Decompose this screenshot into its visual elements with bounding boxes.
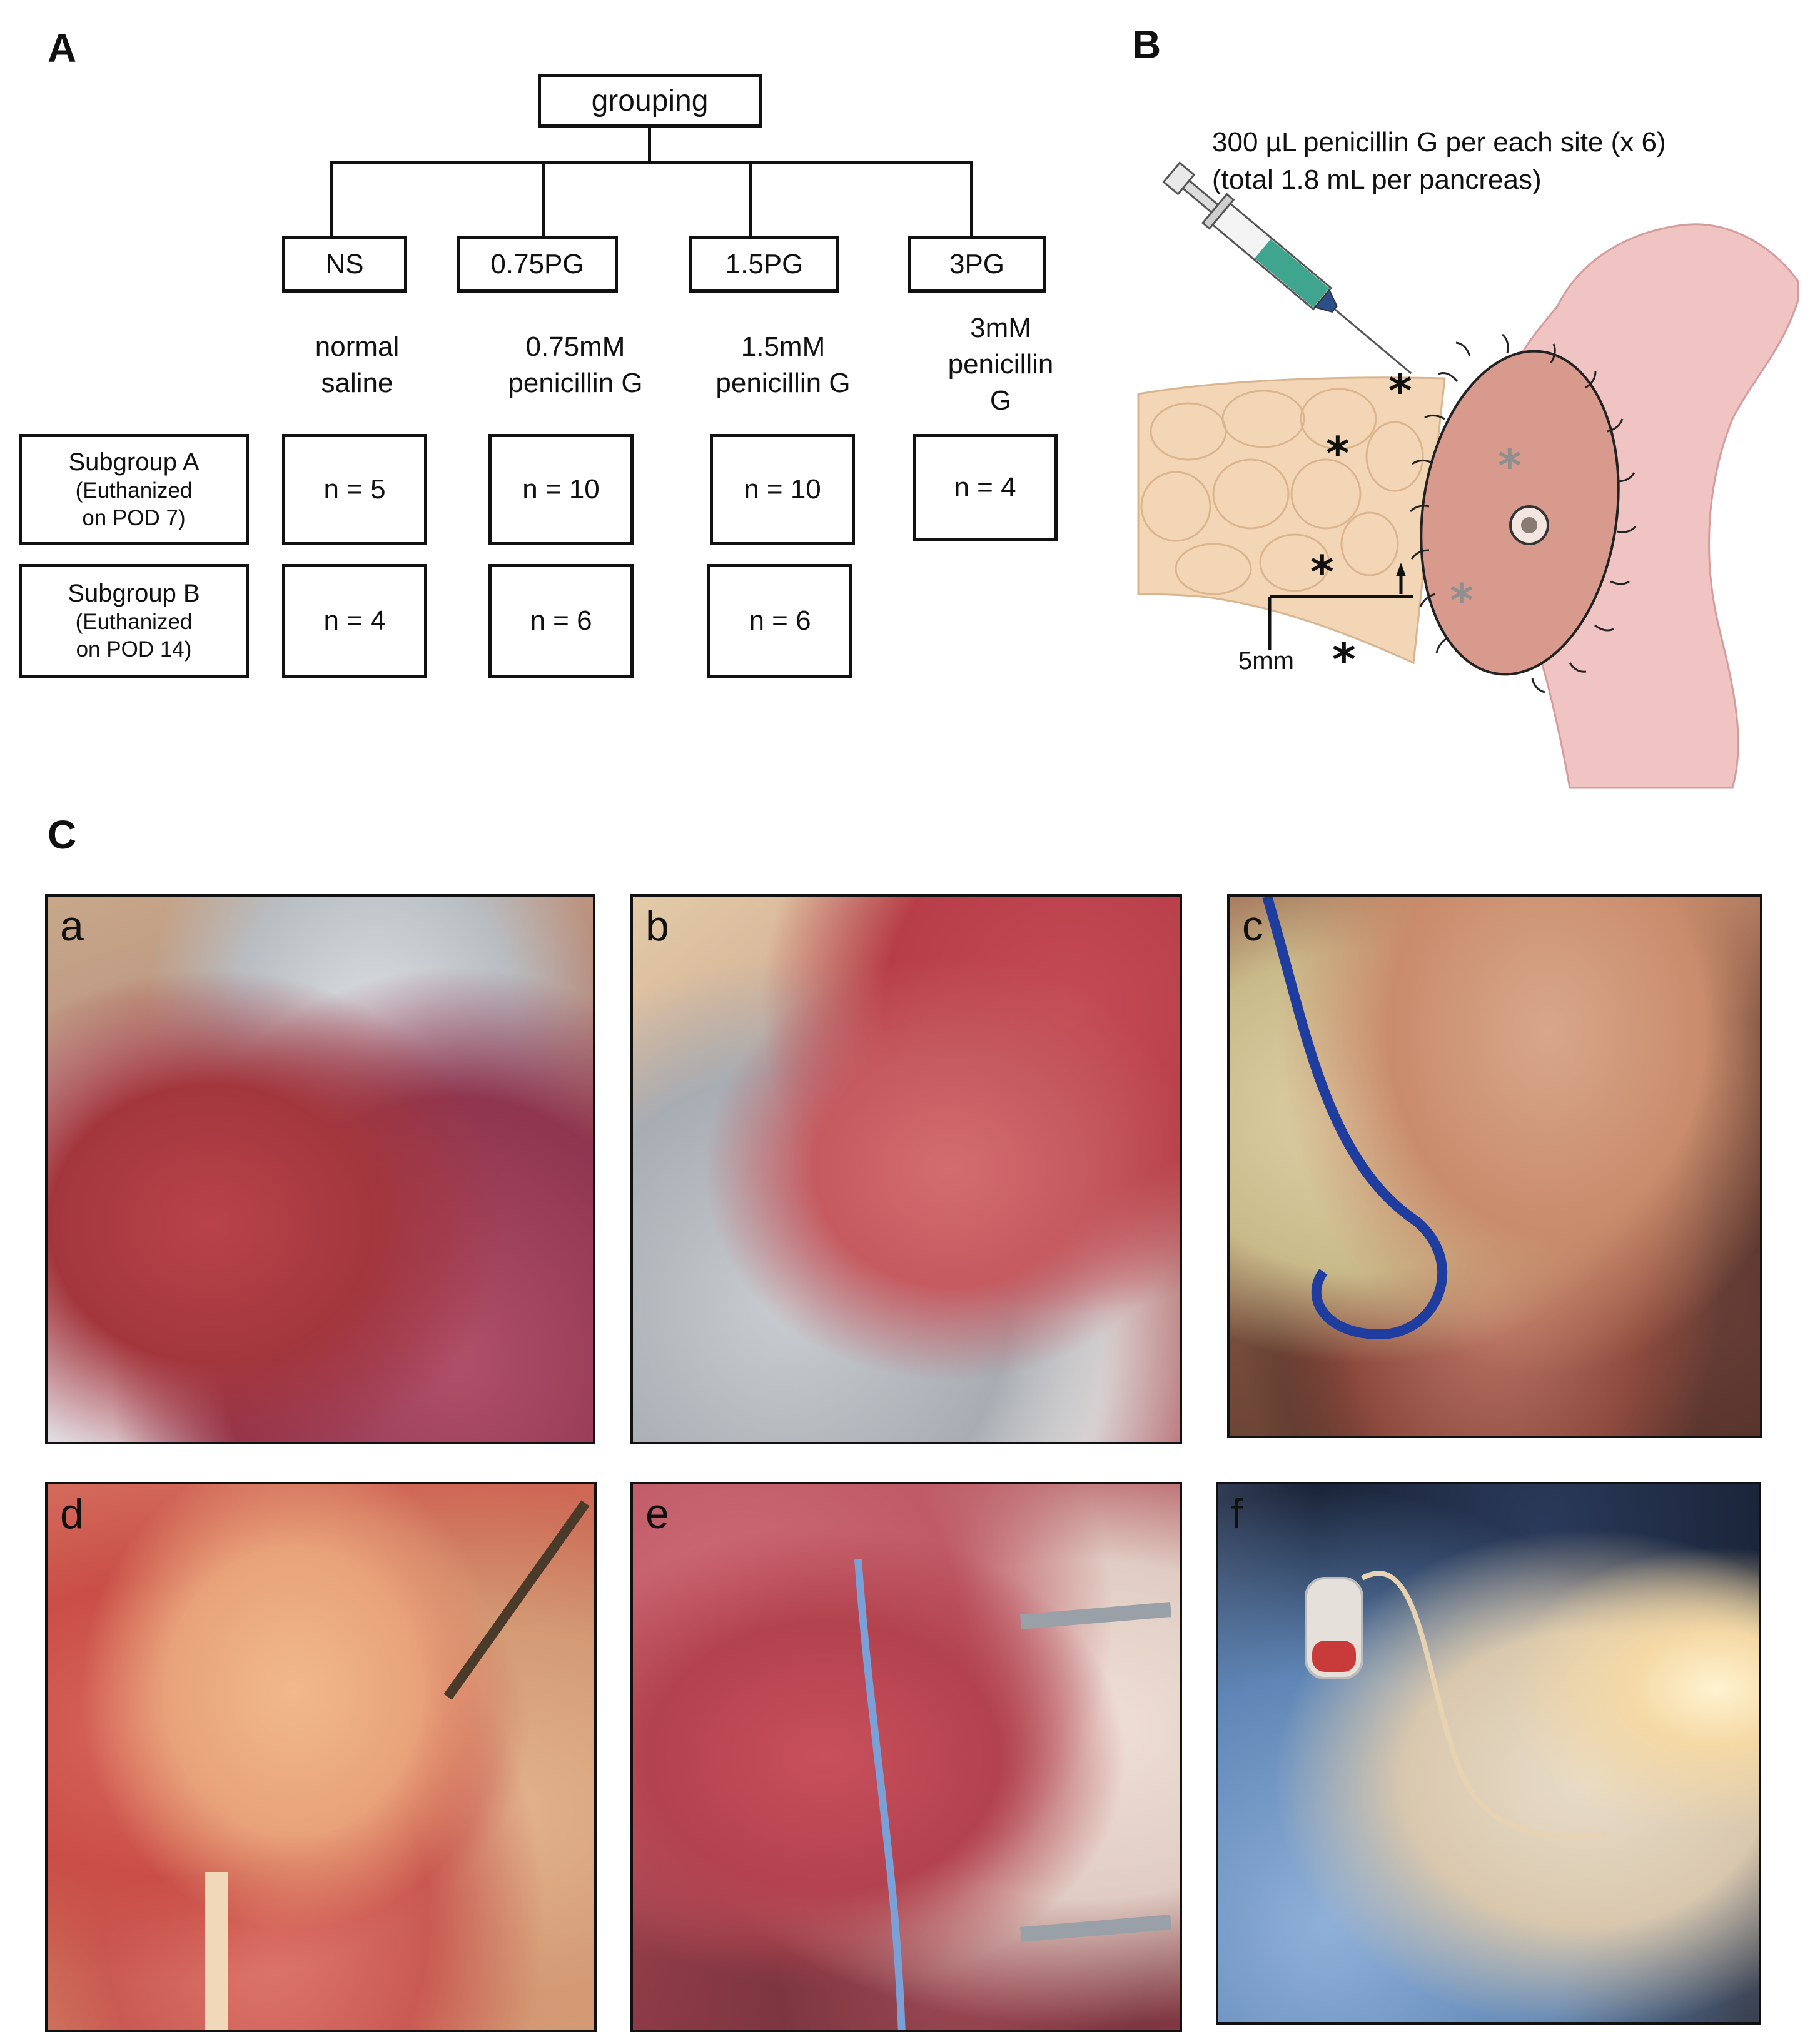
n-box-a-15pg: n = 10 [710, 434, 855, 545]
n-box-a-3pg: n = 4 [913, 434, 1058, 541]
group-desc-075pg-line1: 0.75mM [525, 331, 625, 362]
tree-branch-075pg [542, 161, 545, 238]
injection-asterisk-5: * [1498, 440, 1522, 492]
n-box-a-075pg: n = 10 [488, 434, 634, 545]
surgery-photo-d: d [45, 1482, 597, 2032]
syringe [1162, 161, 1412, 375]
group-desc-3pg-line1: 3mM [970, 313, 1031, 343]
group-label-075pg: 0.75PG [490, 249, 584, 279]
surgery-photo-f: f [1216, 1482, 1761, 2025]
photo-f-label: f [1231, 1490, 1243, 1538]
injection-asterisk-2: * [1326, 427, 1350, 480]
n-box-b-075pg: n = 6 [488, 564, 634, 678]
tree-branch-3pg [970, 161, 973, 238]
injection-asterisk-4: * [1332, 633, 1356, 686]
group-desc-15pg-line2: penicillin G [715, 368, 851, 398]
group-desc-3pg: 3mM penicillin G [901, 310, 1101, 419]
grouping-label: grouping [591, 84, 709, 118]
group-desc-ns-line2: saline [321, 368, 393, 398]
injection-caption-line1: 300 µL penicillin G per each site (x 6) [1212, 127, 1666, 158]
group-desc-15pg: 1.5mM penicillin G [683, 329, 883, 401]
suture-marks [1409, 333, 1637, 693]
group-label-ns: NS [325, 249, 364, 279]
group-box-075pg: 0.75PG [457, 236, 618, 293]
subgroup-b-line3: on POD 14) [76, 637, 192, 662]
tree-branch-15pg [749, 161, 752, 238]
n-value-a-15pg: n = 10 [744, 474, 821, 505]
group-box-3pg: 3PG [908, 236, 1046, 293]
n-value-a-075pg: n = 10 [522, 474, 600, 505]
n-value-a-ns: n = 5 [323, 474, 386, 505]
scale-bar [1268, 563, 1413, 650]
surgery-photo-b: b [630, 894, 1182, 1444]
n-value-b-15pg: n = 6 [749, 605, 811, 636]
group-desc-ns-line1: normal [315, 331, 400, 362]
n-box-b-ns: n = 4 [282, 564, 427, 678]
grouping-box: grouping [538, 74, 762, 128]
injection-asterisk-3: * [1310, 546, 1334, 598]
photo-d-label: d [60, 1490, 84, 1538]
n-box-b-15pg: n = 6 [707, 564, 852, 678]
n-value-b-075pg: n = 6 [530, 605, 592, 636]
group-label-3pg: 3PG [949, 249, 1005, 279]
group-desc-3pg-line3: G [989, 385, 1012, 416]
photo-e-label: e [645, 1490, 669, 1538]
n-value-a-3pg: n = 4 [954, 472, 1016, 503]
surgery-photo-e: e [630, 1482, 1182, 2032]
tree-bar [330, 161, 973, 164]
subgroup-a-box: Subgroup A (Euthanized on POD 7) [19, 434, 249, 545]
group-desc-075pg-line2: penicillin G [508, 368, 643, 398]
scale-bar-label: 5mm [1238, 647, 1294, 675]
pancreas-anastomosis-illustration: 5mm * * * * * * [1137, 161, 1799, 789]
photo-e-retractor [854, 1559, 1171, 2030]
duct-opening-inner [1521, 517, 1537, 533]
group-box-15pg: 1.5PG [689, 236, 839, 293]
group-label-15pg: 1.5PG [725, 249, 804, 279]
subgroup-a-line2: (Euthanized [75, 478, 193, 503]
subgroup-b-title: Subgroup B [68, 580, 200, 607]
subgroup-b-line2: (Euthanized [75, 610, 193, 634]
pancreas-shape [1137, 376, 1446, 665]
panel-b-letter: B [1132, 22, 1161, 67]
surgery-photo-a: a [45, 894, 595, 1444]
subgroup-b-box: Subgroup B (Euthanized on POD 14) [19, 564, 249, 678]
group-desc-3pg-line2: penicillin [948, 349, 1054, 380]
group-desc-15pg-line1: 1.5mM [741, 331, 826, 362]
tree-branch-ns [330, 161, 333, 238]
pancreas-lobules [1140, 388, 1424, 595]
injection-asterisk-1: * [1388, 365, 1412, 417]
photo-a-label: a [60, 902, 84, 950]
photo-c-label: c [1242, 902, 1263, 950]
group-desc-075pg: 0.75mM penicillin G [475, 329, 675, 401]
photo-f-drain-bulb [1305, 1571, 1607, 1839]
tree-stem [648, 128, 651, 164]
panel-c-letter: C [48, 812, 77, 857]
group-box-ns: NS [282, 236, 407, 293]
subgroup-a-title: Subgroup A [68, 448, 200, 476]
panel-a-letter: A [48, 26, 77, 71]
photo-b-label: b [645, 902, 669, 950]
n-box-a-ns: n = 5 [282, 434, 427, 545]
subgroup-a-line3: on POD 7) [82, 506, 186, 530]
injection-caption: 300 µL penicillin G per each site (x 6) … [1212, 124, 1666, 199]
n-value-b-ns: n = 4 [323, 605, 386, 636]
surgery-photo-c: c [1227, 894, 1762, 1438]
photo-c-tube [1262, 897, 1447, 1340]
injection-caption-line2: (total 1.8 mL per pancreas) [1212, 164, 1542, 195]
photo-d-catheter [205, 1500, 590, 2030]
group-desc-ns: normal saline [270, 329, 445, 401]
injection-asterisk-6: * [1450, 574, 1474, 627]
